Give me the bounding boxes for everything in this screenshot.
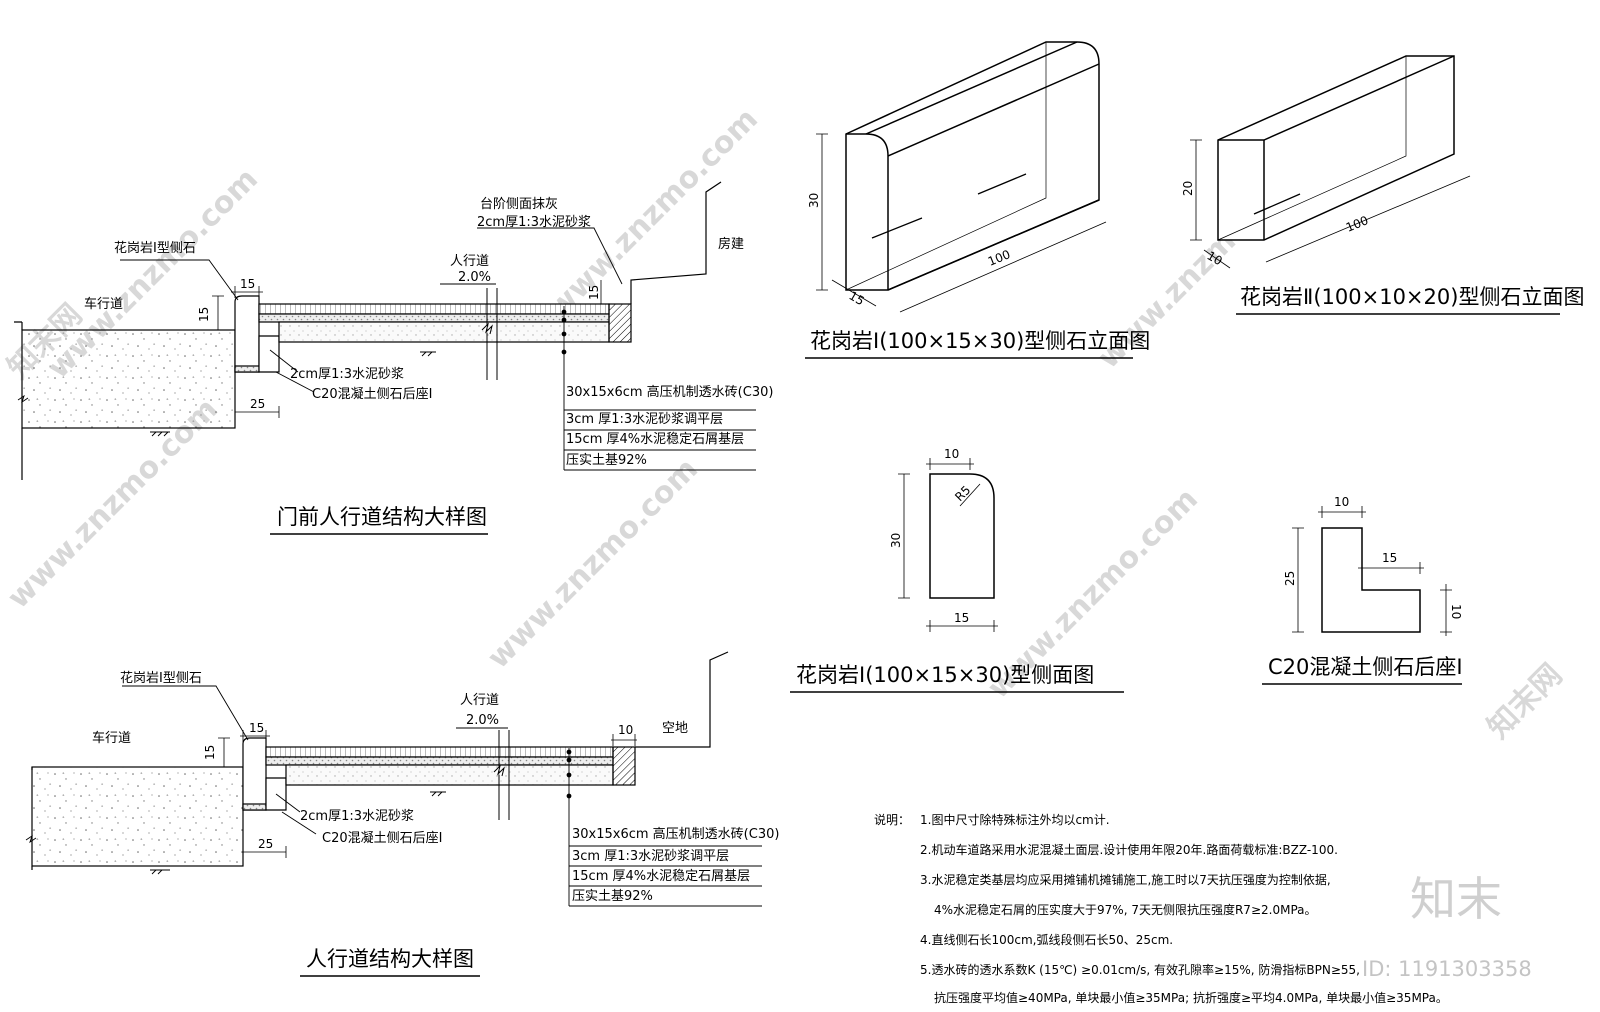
section2-detail (25, 651, 762, 907)
sec2-layer-1: 3cm 厚1:3水泥砂浆调平层 (572, 849, 729, 864)
sec1-building-label: 房建 (718, 236, 744, 252)
watermark-site: www.znzmo.com (481, 452, 705, 676)
sec1-dim-curb-height: 15 (197, 307, 211, 322)
note-item: 2.机动车道路采用水泥混凝土面层.设计使用年限20年.路面荷载标准:BZZ-10… (920, 842, 1338, 857)
paver-layer (258, 303, 610, 315)
backing-text: 10 15 25 10 C20混凝土侧石后座Ⅰ (1262, 495, 1463, 685)
sec2-title: 人行道结构大样图 (306, 947, 474, 971)
note-item: 4%水泥稳定石屑的压实度大于97%, 7天无侧限抗压强度R7≥2.0MPa。 (934, 902, 1317, 917)
curb2-elevation-title: 花岗岩Ⅱ(100×10×20)型侧石立面图 (1240, 285, 1584, 309)
note-item: 抗压强度平均值≥40MPa, 单块最小值≥35MPa; 抗折强度≥平均4.0MP… (934, 990, 1448, 1005)
backing-drawing (1292, 506, 1452, 636)
sec1-dim-curb-width: 15 (240, 277, 255, 291)
sec2-layer-0: 30x15x6cm 高压机制透水砖(C30) (572, 826, 779, 842)
sec2-open-ground: 空地 (662, 721, 688, 736)
notes-heading: 说明： (874, 812, 910, 827)
side-dim-height: 30 (889, 533, 903, 548)
sec1-step-mortar: 2cm厚1:3水泥砂浆 (477, 215, 591, 230)
sec2-layer-2: 15cm 厚4%水泥稳定石屑基层 (572, 868, 750, 884)
sec2-dim-backing: 25 (258, 837, 273, 851)
curb2-dim-width: 10 (1205, 248, 1225, 268)
sec2-slope: 2.0% (466, 713, 499, 728)
watermark-logo: 知末 (1410, 872, 1502, 926)
note-item: 3.水泥稳定类基层均应采用摊铺机摊铺施工,施工时以7天抗压强度为控制依据, (920, 872, 1331, 887)
sec1-dim-backing: 25 (250, 397, 265, 411)
curb1-elevation-title: 花岗岩Ⅰ(100×15×30)型侧石立面图 (810, 329, 1150, 353)
sec1-curb-label: 花岗岩Ⅰ型侧石 (114, 240, 196, 256)
backing-dim-foot: 10 (1449, 604, 1463, 619)
curb-stone (234, 295, 260, 373)
watermark-site: www.znzmo.com (541, 102, 765, 326)
sec1-layer-3: 压实土基92% (566, 453, 647, 468)
sec1-layer-1: 3cm 厚1:3水泥砂浆调平层 (566, 412, 723, 427)
section2-text: 花岗岩Ⅰ型侧石 车行道 人行道 2.0% 空地 2cm厚1:3水泥砂浆 C20混… (92, 670, 779, 977)
backing-dim-step: 15 (1382, 551, 1397, 565)
side-dim-bottom: 15 (954, 611, 969, 625)
sec1-title: 门前人行道结构大样图 (277, 505, 487, 529)
section1-text: 花岗岩Ⅰ型侧石 车行道 人行道 2.0% 台阶侧面抹灰 2cm厚1:3水泥砂浆 … (84, 197, 773, 535)
watermark-id: ID: 1191303358 (1362, 957, 1532, 981)
sec2-layer-3: 压实土基92% (572, 889, 653, 904)
backing-dim-height: 25 (1283, 571, 1297, 586)
curb1-elevation-drawing (816, 41, 1107, 313)
curb1-dim-width: 15 (847, 288, 867, 308)
sec1-slope: 2.0% (458, 270, 491, 285)
notes-block: 说明： 1.图中尺寸除特殊标注外均以cm计. 2.机动车道路采用水泥混凝土面层.… (874, 812, 1448, 1005)
curb1-side-title: 花岗岩Ⅰ(100×15×30)型侧面图 (796, 663, 1094, 687)
sec1-roadway-label: 车行道 (84, 296, 123, 312)
sec1-layer-0: 30x15x6cm 高压机制透水砖(C30) (566, 384, 773, 400)
curb2-dim-height: 20 (1181, 181, 1195, 196)
curb1-side-drawing (898, 458, 998, 632)
side-dim-top: 10 (944, 447, 959, 461)
backing-title: C20混凝土侧石后座Ⅰ (1268, 655, 1463, 679)
sec2-mortar-label: 2cm厚1:3水泥砂浆 (300, 809, 414, 824)
note-item: 4.直线侧石长100cm,弧线段侧石长50、25cm. (920, 932, 1173, 947)
sec2-backing-label: C20混凝土侧石后座Ⅰ (322, 830, 442, 846)
curb1-side-text: 10 R5 30 15 花岗岩Ⅰ(100×15×30)型侧面图 (790, 447, 1124, 693)
curb2-elevation-text: 20 100 10 花岗岩Ⅱ(100×10×20)型侧石立面图 (1181, 181, 1584, 315)
curb2-dim-length: 100 (1344, 213, 1370, 235)
sec1-layer-2: 15cm 厚4%水泥稳定石屑基层 (566, 431, 744, 447)
sec1-backing-label: C20混凝土侧石后座Ⅰ (312, 386, 432, 402)
sec2-dim-curb-height: 15 (203, 745, 217, 760)
note-item: 5.透水砖的透水系数K (15℃) ≥0.01cm/s, 有效孔隙率≥15%, … (920, 962, 1360, 977)
sec2-sidewalk-label: 人行道 (460, 693, 499, 708)
curb1-dim-height: 30 (807, 193, 821, 208)
paver-layer (265, 746, 614, 758)
curb1-dim-length: 100 (986, 247, 1012, 269)
sec2-dim-curb-width: 15 (249, 721, 264, 735)
sec1-dim-step: 15 (587, 285, 601, 300)
roadway-slab (31, 766, 244, 867)
backing-dim-top: 10 (1334, 495, 1349, 509)
watermark-brand: 知末网 (1481, 657, 1569, 745)
section1-detail (14, 181, 756, 480)
sec2-dim-edge: 10 (618, 723, 633, 737)
roadway-slab (21, 329, 236, 429)
sec2-curb-label: 花岗岩Ⅰ型侧石 (120, 670, 202, 686)
sec1-mortar-label: 2cm厚1:3水泥砂浆 (290, 367, 404, 382)
backing-concrete (258, 335, 280, 373)
curb-stone (242, 737, 267, 811)
sec1-step-plaster: 台阶侧面抹灰 (480, 197, 558, 212)
note-item: 1.图中尺寸除特殊标注外均以cm计. (920, 812, 1110, 827)
sec2-roadway-label: 车行道 (92, 730, 131, 746)
sec1-sidewalk-label: 人行道 (450, 254, 489, 269)
curb2-elevation-drawing (1190, 55, 1471, 269)
